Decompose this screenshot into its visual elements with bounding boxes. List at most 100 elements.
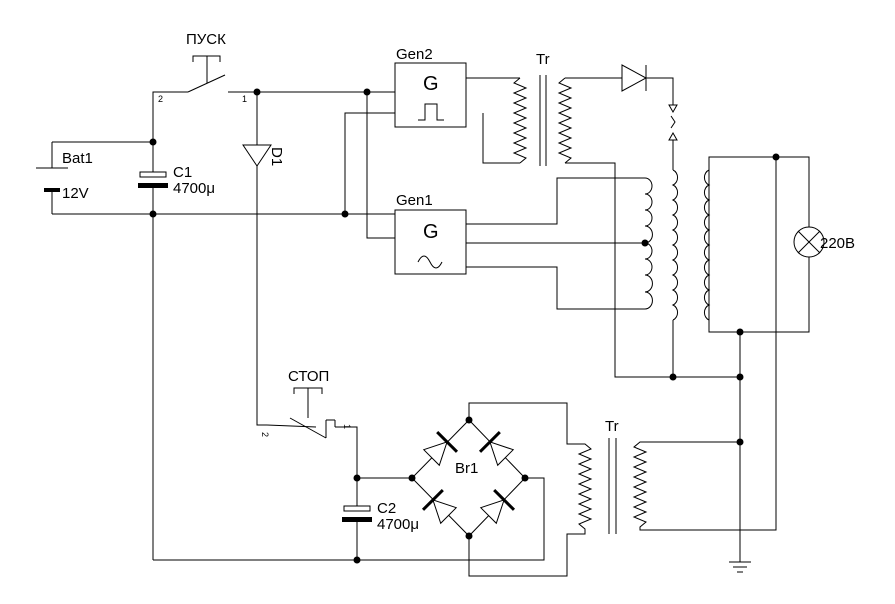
stop-switch[interactable]: СТОП 2 1 (260, 368, 352, 439)
tr1-label: Tr (536, 51, 550, 68)
gen1-box (394, 209, 467, 275)
bridge-br1: Br1 (421, 430, 516, 525)
bat1-voltage: 12V (62, 185, 89, 202)
wire-lamp-return (646, 157, 777, 531)
start-switch[interactable]: ПУСК 2 1 (158, 31, 247, 104)
stop-switch-cap (293, 387, 323, 394)
tapped-coil-lower (644, 242, 653, 310)
wire-gen1-pos (366, 92, 395, 239)
tr2-primary-coil (576, 443, 593, 535)
capacitor-c2: C2 4700μ (342, 500, 419, 533)
hv-coil (671, 169, 679, 321)
lamp-label: 220В (820, 235, 855, 252)
stop-switch-base (266, 424, 317, 428)
spark-gap (668, 104, 678, 141)
wire-bottom-return (153, 477, 545, 561)
start-pin-2: 2 (158, 94, 163, 104)
c2-value: 4700μ (377, 516, 419, 533)
wire-d1 (256, 92, 267, 426)
c1-plate-top (139, 171, 167, 178)
junction (149, 138, 157, 146)
battery-bat1: Bat1 12V (36, 150, 93, 202)
wire-gen1-out1 (466, 177, 645, 225)
tr2-label: Tr (605, 418, 619, 435)
wire-gen2-neg (344, 112, 395, 214)
c2-label: C2 (377, 500, 396, 517)
spark-zigzag-icon (670, 115, 676, 129)
bridge-diode (479, 488, 516, 525)
wire-gen2-out (466, 77, 520, 164)
c2-plate-bottom (342, 517, 372, 522)
gen1-label: Gen1 (396, 192, 433, 209)
c1-value: 4700μ (173, 180, 215, 197)
stop-switch-lever (289, 417, 327, 439)
lamp-coil (703, 169, 711, 321)
sine-wave-icon (417, 255, 443, 269)
junction (353, 474, 361, 482)
gen2-box (394, 62, 467, 128)
wire-gen1-out3 (466, 266, 645, 310)
bat1-label: Bat1 (62, 150, 93, 167)
wire-stop-out (335, 426, 412, 479)
gen1-symbol: G (423, 221, 439, 243)
tr1-primary-coil (512, 77, 528, 164)
generator-gen2: Gen2 G (394, 46, 467, 128)
d1-triangle (242, 144, 272, 167)
bridge-diode (421, 488, 458, 525)
generator-gen1: Gen1 G (394, 192, 467, 275)
junction (736, 373, 744, 381)
c2-plate-top (343, 505, 371, 512)
junction (669, 373, 677, 381)
lamp: 220В (793, 226, 855, 258)
junction (465, 532, 473, 540)
junction (521, 474, 529, 482)
c1-plate-bottom (138, 183, 168, 188)
junction (736, 438, 744, 446)
wire-tr1-sec2 (583, 162, 673, 378)
junction (465, 416, 473, 424)
wire-bat-top (52, 91, 188, 143)
tr1-secondary-coil (557, 77, 573, 164)
wire-tr1-sec (565, 77, 674, 105)
junction (149, 210, 157, 218)
gen2-label: Gen2 (396, 46, 433, 63)
bridge-label: Br1 (455, 460, 478, 477)
stop-pin-2: 2 (260, 432, 270, 437)
transformer-bottom: Tr (576, 418, 648, 535)
junctions (149, 88, 780, 564)
lamp-cross (797, 230, 821, 254)
junction (772, 153, 780, 161)
wire-bridge-top (468, 402, 576, 445)
d1-label: D1 (268, 147, 285, 166)
tr2-secondary-coil (632, 441, 648, 531)
stop-pin-1: 1 (342, 424, 352, 429)
bridge-diamond (411, 419, 526, 537)
junction (736, 328, 744, 336)
c1-label: C1 (173, 164, 192, 181)
junction (253, 88, 261, 96)
hv-diode-triangle (621, 64, 648, 92)
output-coils (671, 169, 711, 321)
capacitor-c1: C1 4700μ (138, 164, 215, 197)
start-pin-1: 1 (242, 94, 247, 104)
bridge-diode (478, 430, 515, 467)
start-switch-label: ПУСК (186, 31, 226, 48)
spark-tip-top (668, 104, 678, 114)
square-wave-icon (418, 103, 444, 121)
ground-icon (729, 561, 751, 573)
start-switch-lever (187, 74, 226, 93)
spark-tip-bottom (668, 131, 678, 141)
start-switch-cap (192, 55, 221, 62)
diode-hv (621, 64, 648, 92)
gen2-symbol: G (423, 73, 439, 95)
junction (341, 210, 349, 218)
wire-bridge-bottom (468, 533, 576, 577)
junction (363, 88, 371, 96)
tapped-coil-upper (644, 177, 653, 244)
stop-switch-label: СТОП (288, 368, 329, 385)
junction (353, 556, 361, 564)
tapped-coil (644, 177, 653, 310)
bridge-diode (422, 430, 459, 467)
